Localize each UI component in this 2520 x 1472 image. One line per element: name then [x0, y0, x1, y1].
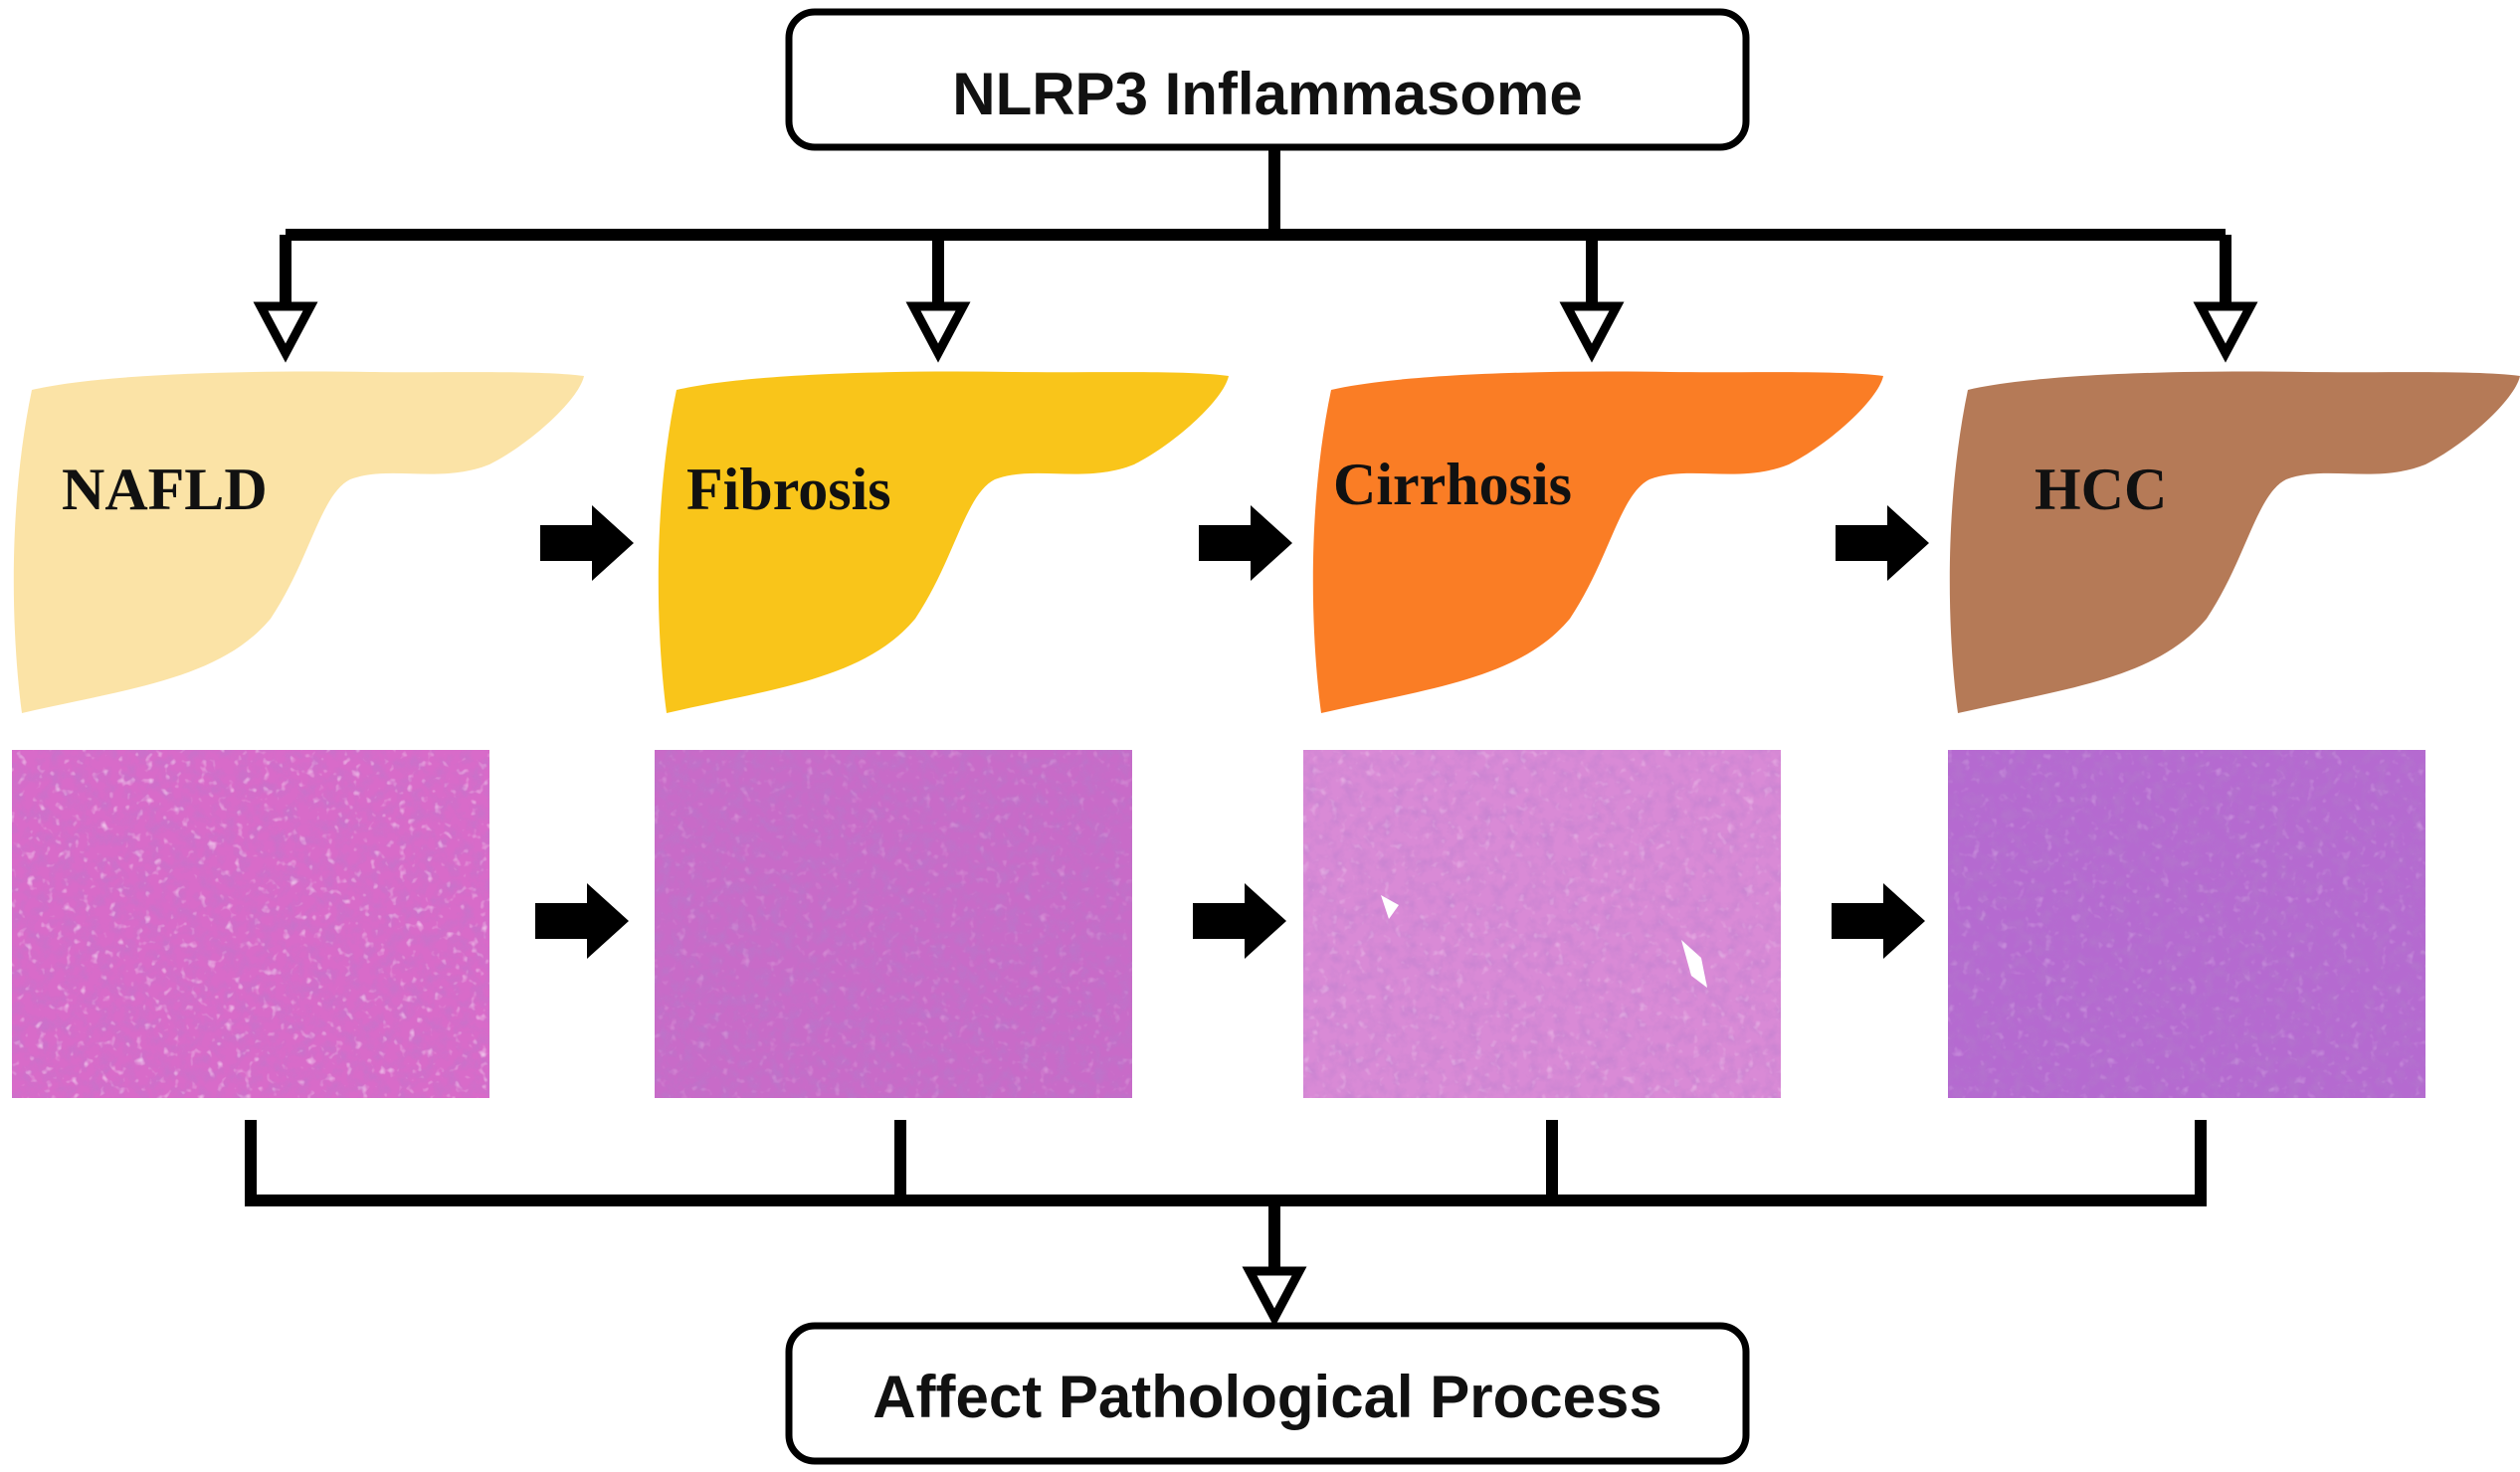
bottom-connector [245, 1120, 2207, 1273]
histology-fibrosis [655, 750, 1132, 1098]
arrow-right-5 [1193, 883, 1286, 959]
arrow-right-1 [540, 505, 634, 581]
arrowhead-down-4 [2193, 301, 2258, 363]
arrowhead-down-2 [905, 301, 971, 363]
arrow-right-6 [1832, 883, 1925, 959]
liver-progression-arrows [540, 505, 1929, 581]
arrowhead-down-1 [253, 301, 318, 363]
top-box-label: NLRP3 Inflammasome [952, 61, 1583, 127]
arrow-right-4 [535, 883, 629, 959]
histology-cirrhosis [1303, 750, 1781, 1098]
bottom-box: Affect Pathological Process [785, 1322, 1750, 1465]
top-connector [280, 147, 2231, 308]
histology-row [12, 750, 2425, 1098]
liver-hcc: HCC [1949, 371, 2520, 713]
down-arrowheads-top [253, 301, 2258, 363]
arrowhead-down-3 [1559, 301, 1625, 363]
liver-row: NAFLD Fibrosis Cirrhosis HCC [13, 371, 2520, 713]
top-box: NLRP3 Inflammasome [785, 8, 1750, 151]
bottom-box-label: Affect Pathological Process [872, 1364, 1662, 1430]
arrow-right-2 [1199, 505, 1292, 581]
liver-nafld: NAFLD [13, 371, 585, 713]
arrow-right-3 [1836, 505, 1929, 581]
stage-label-nafld: NAFLD [62, 457, 268, 522]
arrowhead-down-bottom [1242, 1266, 1307, 1328]
liver-fibrosis: Fibrosis [658, 371, 1229, 713]
stage-label-hcc: HCC [2035, 457, 2167, 522]
liver-cirrhosis: Cirrhosis [1312, 371, 1883, 713]
histology-progression-arrows [535, 883, 1925, 959]
histology-hcc [1948, 750, 2425, 1098]
stage-label-fibrosis: Fibrosis [686, 457, 891, 522]
histology-nafld [12, 750, 489, 1098]
stage-label-cirrhosis: Cirrhosis [1333, 452, 1572, 517]
